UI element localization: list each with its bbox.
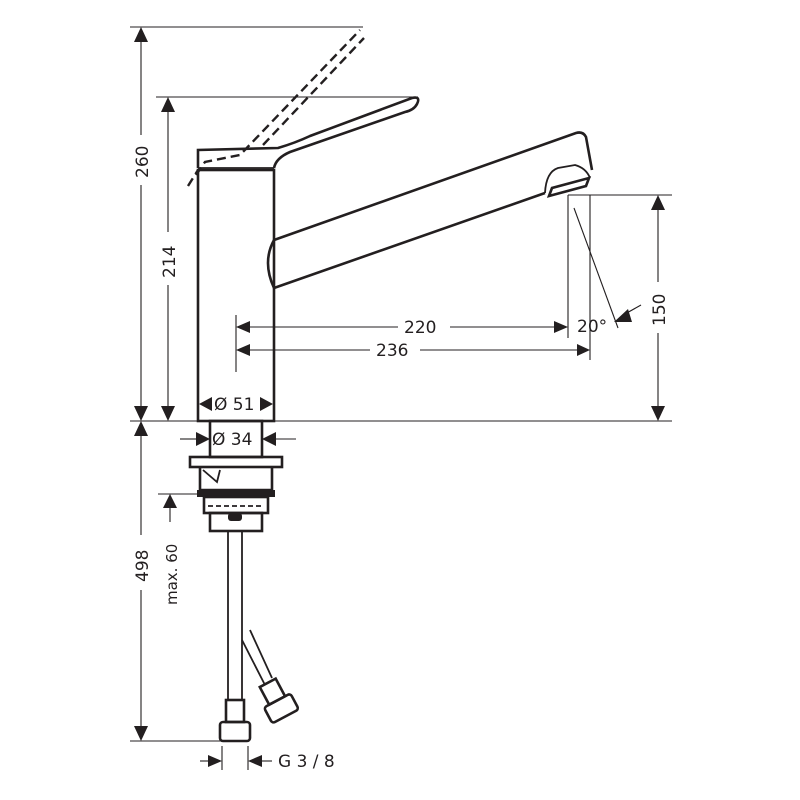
label-thread: G 3 / 8	[278, 752, 335, 772]
body-cylinder	[196, 168, 276, 423]
dimension-labels: 260 214 150 220 236 20° Ø 51 Ø 34 498 ma…	[133, 146, 670, 772]
label-body-diameter: Ø 51	[214, 395, 254, 415]
dimension-lines	[134, 27, 665, 770]
label-reach-220: 220	[404, 318, 436, 338]
label-max-60: max. 60	[163, 544, 181, 605]
faucet-body	[186, 29, 594, 743]
mounting-nut	[202, 495, 270, 515]
label-body-height: 214	[160, 246, 180, 278]
mounting-flange	[188, 455, 284, 469]
label-reach-236: 236	[376, 341, 408, 361]
lever	[196, 96, 420, 169]
label-shank-diameter: Ø 34	[212, 430, 252, 450]
label-total-height: 260	[133, 146, 153, 178]
aerator	[544, 164, 591, 194]
extension-lines	[130, 26, 672, 742]
label-spout-height: 150	[650, 294, 670, 326]
hose-nut-left	[218, 720, 252, 743]
spout	[266, 131, 594, 290]
hose-nut-right	[263, 693, 300, 724]
label-spray-angle: 20°	[577, 317, 607, 337]
label-below-counter: 498	[133, 550, 153, 582]
